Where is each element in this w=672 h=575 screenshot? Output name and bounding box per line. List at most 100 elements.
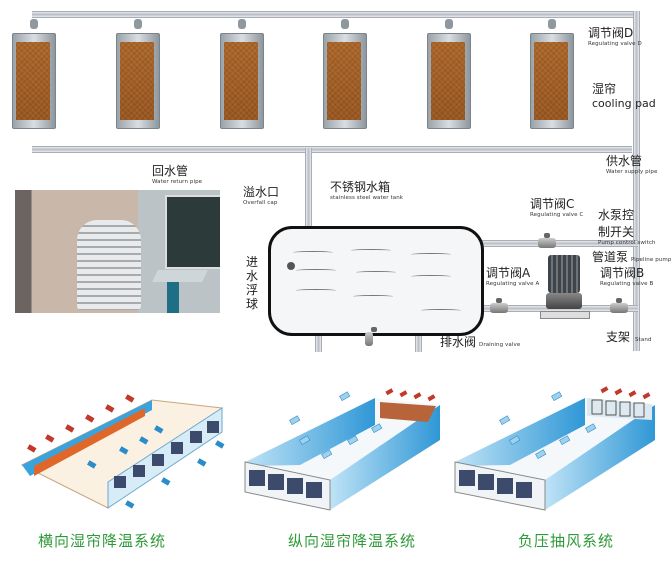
system-illustrations — [20, 386, 655, 511]
regulating-valve-c-icon — [538, 233, 556, 248]
label-en: cooling pad — [592, 97, 656, 110]
float-ball — [287, 262, 295, 270]
fan-icon — [306, 482, 322, 498]
label-en: stainless steel water tank — [330, 195, 404, 201]
label-cn: 支架 — [606, 330, 631, 344]
pump-stand — [540, 311, 590, 319]
label-cn: 不锈钢水箱 — [330, 180, 391, 194]
water-wave — [421, 309, 461, 312]
arrow-icon — [642, 392, 651, 400]
left-wall — [245, 398, 375, 466]
label-en: Regulating valve D — [588, 41, 642, 47]
water-tank-photo — [15, 190, 220, 313]
label-drain-valve: 排水阀 Draining valve — [440, 333, 520, 350]
label-cn: 调节阀A — [486, 266, 531, 280]
pipeline-pump — [540, 255, 590, 325]
label-cn: 回水管 — [152, 164, 189, 178]
arrow-icon — [551, 391, 563, 402]
valve-icon — [445, 19, 453, 29]
left-wall — [455, 398, 585, 466]
label-cn: 调节阀C — [530, 197, 575, 211]
label-regulating-valve-d: 调节阀D Regulating valve D — [588, 24, 642, 47]
cooling-pad — [427, 19, 471, 129]
label-cn: 进水浮球 — [246, 255, 259, 311]
water-wave — [356, 271, 396, 274]
arrow-icon — [27, 444, 37, 453]
label-en: Regulating valve B — [600, 281, 654, 287]
label-stand: 支架 Stand — [606, 328, 652, 345]
water-wave — [411, 275, 451, 278]
fan-icon — [133, 465, 145, 477]
arrow-icon — [535, 449, 547, 460]
inflow-arrows — [600, 386, 651, 400]
arrow-icon — [197, 458, 207, 467]
arrow-icon — [628, 390, 637, 398]
fan-icon — [114, 476, 126, 488]
longitudinal-pad-system-diagram — [244, 388, 440, 511]
water-supply-riser — [633, 11, 640, 351]
label-en: Water supply pipe — [606, 169, 658, 175]
cooling-pad — [323, 19, 367, 129]
label-en: Water return pipe — [152, 179, 203, 185]
fans — [249, 470, 322, 498]
arrow-icon — [125, 500, 135, 509]
arrow-icon — [119, 446, 129, 455]
cooling-pad — [220, 19, 264, 129]
right-wall — [545, 405, 655, 510]
stainless-water-tank — [268, 226, 484, 336]
arrow-icon — [154, 425, 164, 434]
arrow-icon — [85, 414, 95, 423]
arrow-icon — [299, 435, 311, 446]
fan-icon — [268, 474, 284, 490]
label-pipeline-pump: 管道泵 Pipeline pump — [592, 248, 671, 265]
arrow-icon — [399, 390, 408, 398]
inflow-arrows — [385, 388, 436, 402]
arrow-icon — [139, 436, 149, 445]
label-cn: 调节阀B — [600, 266, 645, 280]
arrow-icon — [614, 388, 623, 396]
arrow-icon — [105, 404, 115, 413]
water-wave — [353, 295, 393, 298]
arrow-icon — [371, 423, 383, 434]
arrow-icon — [289, 415, 301, 426]
window-icon — [605, 400, 617, 416]
arrow-icon — [45, 434, 55, 443]
cooling-pad — [116, 19, 160, 129]
arrow-icon — [339, 391, 351, 402]
arrow-icon — [125, 394, 135, 403]
arrow-icon — [427, 394, 436, 402]
horizontal-pad-system-diagram — [20, 394, 225, 509]
negative-pressure-system-diagram — [454, 386, 655, 511]
caption-horizontal-pad-system: 横向湿帘降温系统 — [38, 532, 167, 550]
label-cn-line1: 水泵控 — [598, 208, 635, 222]
fan-icon — [207, 421, 219, 433]
photo-window — [165, 195, 220, 269]
arrow-icon — [413, 392, 422, 400]
label-en: Pump control switch — [598, 240, 656, 246]
valve-icon — [341, 19, 349, 29]
label-cn: 湿帘 — [592, 82, 617, 96]
label-tank: 不锈钢水箱 stainless steel water tank — [330, 178, 403, 201]
fan-icon — [152, 454, 164, 466]
label-regulating-valve-a: 调节阀A Regulating valve A — [486, 264, 539, 287]
regulating-valve-a-icon — [490, 298, 508, 313]
arrow-icon — [385, 388, 394, 396]
photo-stainless-tank — [77, 220, 141, 310]
valve-c-pipe — [478, 240, 638, 247]
label-water-return-pipe: 回水管 Water return pipe — [152, 162, 202, 185]
arrow-icon — [347, 435, 359, 446]
pump-motor — [548, 255, 580, 293]
label-cn: 管道泵 — [592, 250, 629, 264]
caption-negative-pressure-system: 负压抽风系统 — [518, 532, 615, 550]
photo-pump — [167, 282, 179, 313]
label-cn: 供水管 — [606, 154, 643, 168]
arrow-icon — [585, 423, 597, 434]
water-wave — [411, 253, 451, 256]
cooling-pad — [12, 19, 56, 129]
valve-icon — [238, 19, 246, 29]
label-cn-line2: 制开关 — [598, 225, 635, 239]
water-wave — [296, 269, 336, 272]
inflow-arrows — [27, 394, 135, 453]
window-icon — [591, 399, 603, 415]
label-water-supply-pipe: 供水管 Water supply pipe — [606, 152, 657, 175]
